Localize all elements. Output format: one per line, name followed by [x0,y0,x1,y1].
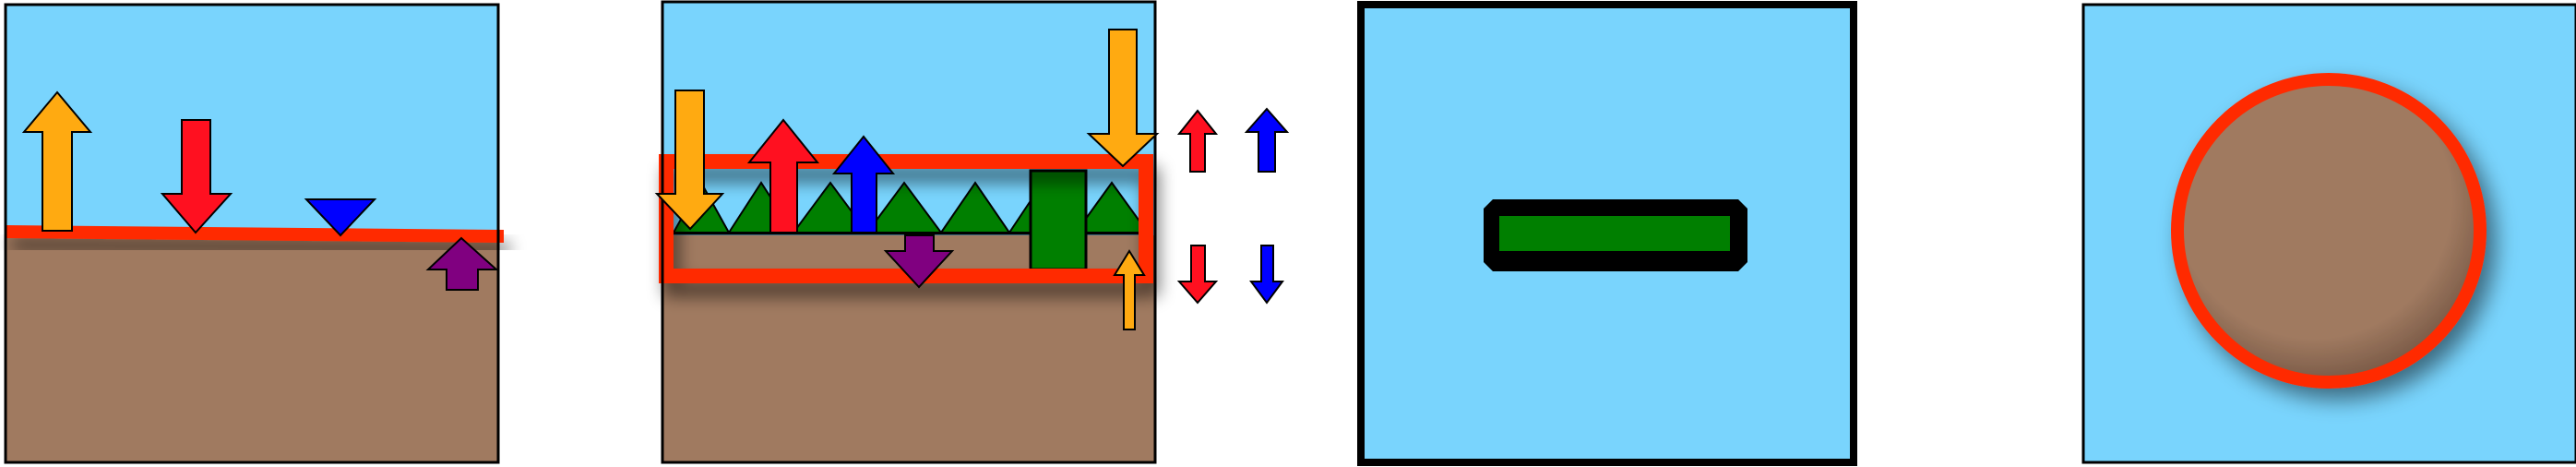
blue-up-arrow-icon [831,135,896,234]
blue-up-arrow-icon [1244,107,1290,173]
red-down-arrow-icon [160,119,233,234]
sloped-ground-panel [4,3,504,464]
orange-up-arrow-small-icon [1113,249,1146,330]
green-bar-panel [1357,1,1857,466]
panel-frame [1357,1,1857,466]
legend [1176,107,1290,305]
brown-circle [2171,73,2487,389]
orange-up-arrow-icon [21,90,93,232]
green-block [1029,169,1088,271]
blue-triangle-marker-icon [304,198,377,237]
red-down-arrow-icon [1176,245,1219,305]
blue-down-arrow-icon [1249,245,1284,305]
purple-down-arrow-icon [883,234,955,289]
boundary-line [6,225,504,243]
panel-frame [2081,3,2576,464]
boundary-box [659,154,1153,283]
ground-area [6,233,498,462]
grass-strip-panel [654,0,1160,464]
orange-down-arrow-icon [654,90,725,231]
orange-down-arrow-right-icon [1086,29,1160,168]
red-up-arrow-icon [746,118,820,234]
panel-frame [661,0,1157,464]
red-up-arrow-icon [1176,109,1219,173]
circle-pit-panel [2081,3,2576,464]
green-bar [1499,216,1730,251]
panel-frame [4,3,500,464]
purple-up-arrow-icon [425,236,499,291]
